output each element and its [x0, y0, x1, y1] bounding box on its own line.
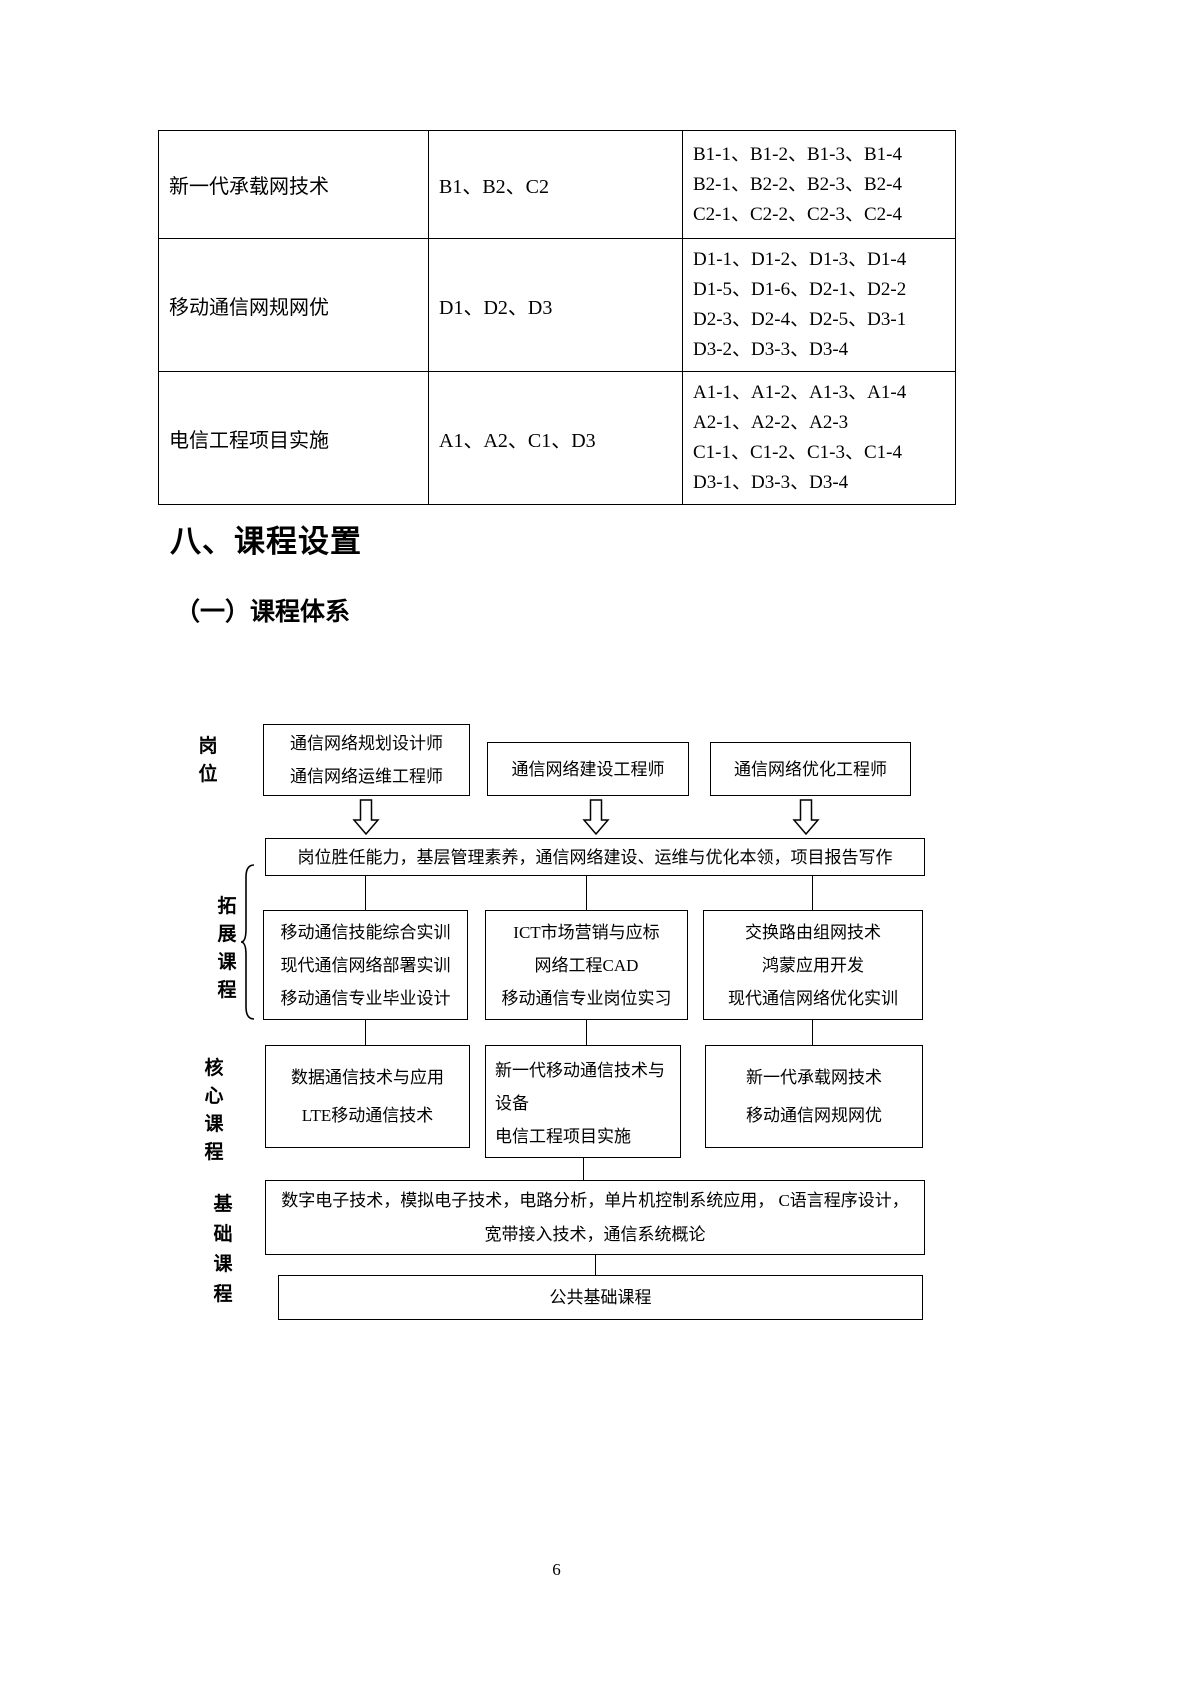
course-line: 移动通信专业毕业设计 — [280, 988, 451, 1008]
expand-box-3: 交换路由组网技术 鸿蒙应用开发 现代通信网络优化实训 — [703, 910, 923, 1020]
detail-line: C2-1、C2-2、C2-3、C2-4 — [693, 203, 903, 225]
down-arrow-icon — [352, 799, 380, 835]
course-line: 鸿蒙应用开发 — [762, 955, 864, 975]
course-name-cell: 移动通信网规网优 — [158, 238, 429, 372]
course-line: 交换路由组网技术 — [745, 922, 881, 942]
label-posts: 岗位 — [198, 736, 218, 785]
job-box-planning: 通信网络规划设计师 通信网络运维工程师 — [263, 724, 470, 796]
detail-line: B2-1、B2-2、B2-3、B2-4 — [693, 173, 903, 195]
table-row: 新一代承载网技术 B1、B2、C2 B1-1、B1-2、B1-3、B1-4 B2… — [158, 130, 956, 239]
course-name-cell: 电信工程项目实施 — [158, 371, 429, 505]
job-line: 通信网络运维工程师 — [290, 767, 443, 786]
label-expand-courses: 拓展课程 — [217, 896, 237, 1001]
table-row: 电信工程项目实施 A1、A2、C1、D3 A1-1、A1-2、A1-3、A1-4… — [158, 371, 956, 505]
public-basic-courses-box: 公共基础课程 — [278, 1275, 923, 1320]
table-row: 移动通信网规网优 D1、D2、D3 D1-1、D1-2、D1-3、D1-4 D1… — [158, 238, 956, 372]
job-line: 通信网络规划设计师 — [290, 734, 443, 753]
course-codes-cell: B1、B2、C2 — [428, 130, 683, 239]
connector-line — [586, 1020, 587, 1045]
expand-courses-brace-icon — [240, 864, 255, 1020]
course-details-cell: B1-1、B1-2、B1-3、B1-4 B2-1、B2-2、B2-3、B2-4 … — [682, 130, 956, 239]
course-line: 移动通信网规网优 — [746, 1105, 882, 1125]
detail-line: C1-1、C1-2、C1-3、C1-4 — [693, 442, 903, 463]
job-line: 通信网络优化工程师 — [734, 759, 887, 779]
course-line: LTE移动通信技术 — [301, 1105, 434, 1125]
course-line: 移动通信技能综合实训 — [280, 922, 451, 942]
course-details-cell: A1-1、A1-2、A1-3、A1-4 A2-1、A2-2、A2-3 C1-1、… — [682, 371, 956, 505]
course-line: 移动通信专业岗位实习 — [501, 988, 672, 1008]
section-heading: 八、课程设置 — [170, 524, 362, 559]
subsection-heading: （一）课程体系 — [175, 598, 351, 626]
job-box-optimization: 通信网络优化工程师 — [710, 742, 911, 796]
course-name-cell: 新一代承载网技术 — [158, 130, 429, 239]
label-basic-courses: 基础课程 — [213, 1194, 233, 1305]
course-line: 现代通信网络部署实训 — [280, 955, 451, 975]
connector-line — [365, 1020, 366, 1045]
connector-line — [365, 876, 366, 910]
course-line: 新一代移动通信技术与设备 — [495, 1061, 665, 1113]
job-line: 通信网络建设工程师 — [511, 759, 665, 779]
detail-line: A2-1、A2-2、A2-3 — [693, 412, 849, 433]
expand-box-1: 移动通信技能综合实训 现代通信网络部署实训 移动通信专业毕业设计 — [263, 910, 468, 1020]
label-core-courses: 核心课程 — [204, 1058, 224, 1163]
course-line: 数字电子技术，模拟电子技术，电路分析，单片机控制系统应用， C语言程序设计， — [281, 1190, 909, 1210]
course-line: 数据通信技术与应用 — [291, 1067, 444, 1087]
connector-line — [812, 1020, 813, 1045]
detail-line: D3-1、D3-3、D3-4 — [693, 472, 849, 493]
course-line: 新一代承载网技术 — [746, 1067, 882, 1087]
connector-line — [586, 876, 587, 910]
course-line: 电信工程项目实施 — [495, 1127, 631, 1146]
detail-line: D2-3、D2-4、D2-5、D3-1 — [693, 309, 907, 330]
connector-line — [812, 876, 813, 910]
course-mapping-table: 新一代承载网技术 B1、B2、C2 B1-1、B1-2、B1-3、B1-4 B2… — [158, 130, 956, 505]
course-line: ICT市场营销与应标 — [513, 922, 660, 942]
course-line: 宽带接入技术，通信系统概论 — [484, 1224, 706, 1244]
course-line: 公共基础课程 — [549, 1288, 652, 1307]
core-box-1: 数据通信技术与应用 LTE移动通信技术 — [265, 1045, 470, 1148]
core-box-3: 新一代承载网技术 移动通信网规网优 — [705, 1045, 923, 1148]
down-arrow-icon — [582, 799, 610, 835]
detail-line: A1-1、A1-2、A1-3、A1-4 — [693, 382, 907, 403]
course-codes-cell: D1、D2、D3 — [428, 238, 683, 372]
course-line: 现代通信网络优化实训 — [728, 988, 898, 1008]
expand-box-2: ICT市场营销与应标 网络工程CAD 移动通信专业岗位实习 — [485, 910, 688, 1020]
connector-line — [583, 1158, 584, 1180]
job-box-construction: 通信网络建设工程师 — [487, 742, 689, 796]
core-box-2: 新一代移动通信技术与设备 电信工程项目实施 — [485, 1045, 681, 1158]
connector-line — [595, 1255, 596, 1275]
competency-box: 岗位胜任能力，基层管理素养，通信网络建设、运维与优化本领，项目报告写作 — [265, 838, 925, 876]
course-codes-cell: A1、A2、C1、D3 — [428, 371, 683, 505]
page-number: 6 — [552, 1560, 561, 1579]
down-arrow-icon — [792, 799, 820, 835]
detail-line: D3-2、D3-3、D3-4 — [693, 339, 849, 360]
detail-line: D1-1、D1-2、D1-3、D1-4 — [693, 249, 907, 270]
detail-line: B1-1、B1-2、B1-3、B1-4 — [693, 143, 903, 165]
basic-courses-box: 数字电子技术，模拟电子技术，电路分析，单片机控制系统应用， C语言程序设计， 宽… — [265, 1180, 925, 1255]
detail-line: D1-5、D1-6、D2-1、D2-2 — [693, 279, 907, 300]
competency-line: 岗位胜任能力，基层管理素养，通信网络建设、运维与优化本领，项目报告写作 — [297, 847, 893, 867]
course-details-cell: D1-1、D1-2、D1-3、D1-4 D1-5、D1-6、D2-1、D2-2 … — [682, 238, 956, 372]
course-line: 网络工程CAD — [534, 955, 639, 975]
